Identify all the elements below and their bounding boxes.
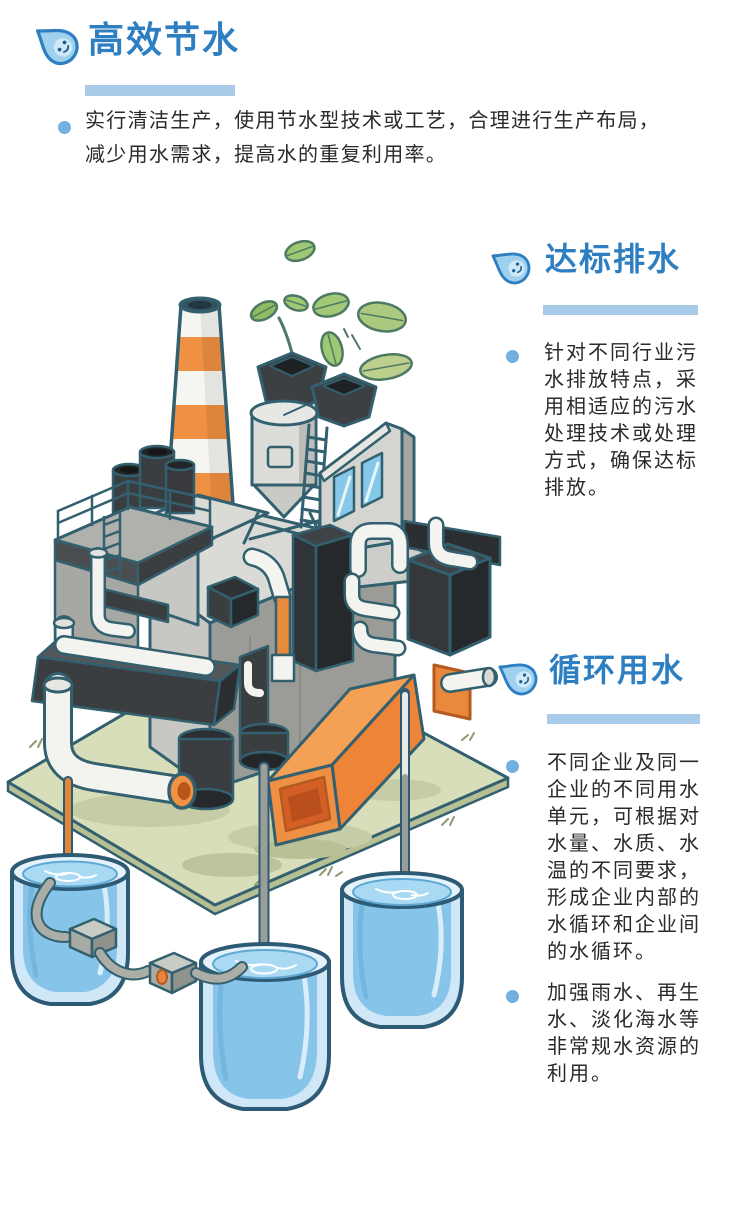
water-buckets (10, 853, 464, 1111)
white-pipes (30, 516, 498, 811)
bullet-dot (58, 121, 71, 134)
connector-tube (30, 877, 248, 995)
water-drop-mascot-icon (32, 14, 84, 72)
section-title-gaoxiao: 高效节水 (88, 19, 241, 60)
sprout-leaf (249, 300, 279, 322)
bullet-dot (506, 350, 519, 363)
section-underline (547, 714, 700, 724)
bullet-text: 实行清洁生产，使用节水型技术或工艺，合理进行生产布局， 减少用水需求，提高水的重… (85, 110, 661, 166)
bullet-text: 针对不同行业污 水排放特点，采 用相适应的污水 处理技术或处理 方式，确保达标 … (544, 342, 698, 499)
section-underline (543, 305, 698, 315)
water-bucket (340, 871, 464, 1029)
plant-pots (249, 294, 378, 428)
orange-riser (274, 595, 292, 657)
factory-illustration (6, 239, 510, 1111)
section-underline (85, 85, 235, 96)
bullet-dot (506, 760, 519, 773)
bullet-text: 加强雨水、再生 水、淡化海水等 非常规水资源的 利用。 (547, 982, 701, 1085)
sprout-leaf (283, 294, 309, 312)
floating-leaves (284, 239, 413, 381)
section-title-dabiao: 达标排水 (545, 241, 682, 277)
bullet-dot (506, 990, 519, 1003)
water-bucket (199, 942, 331, 1111)
water-silo (242, 399, 329, 545)
bullet-text: 不同企业及同一 企业的不同用水 单元，可根据对 水量、水质、水 温的不同要求， … (547, 752, 701, 963)
junction-box (148, 951, 198, 995)
section-title-xunhuan: 循环用水 (549, 652, 686, 688)
